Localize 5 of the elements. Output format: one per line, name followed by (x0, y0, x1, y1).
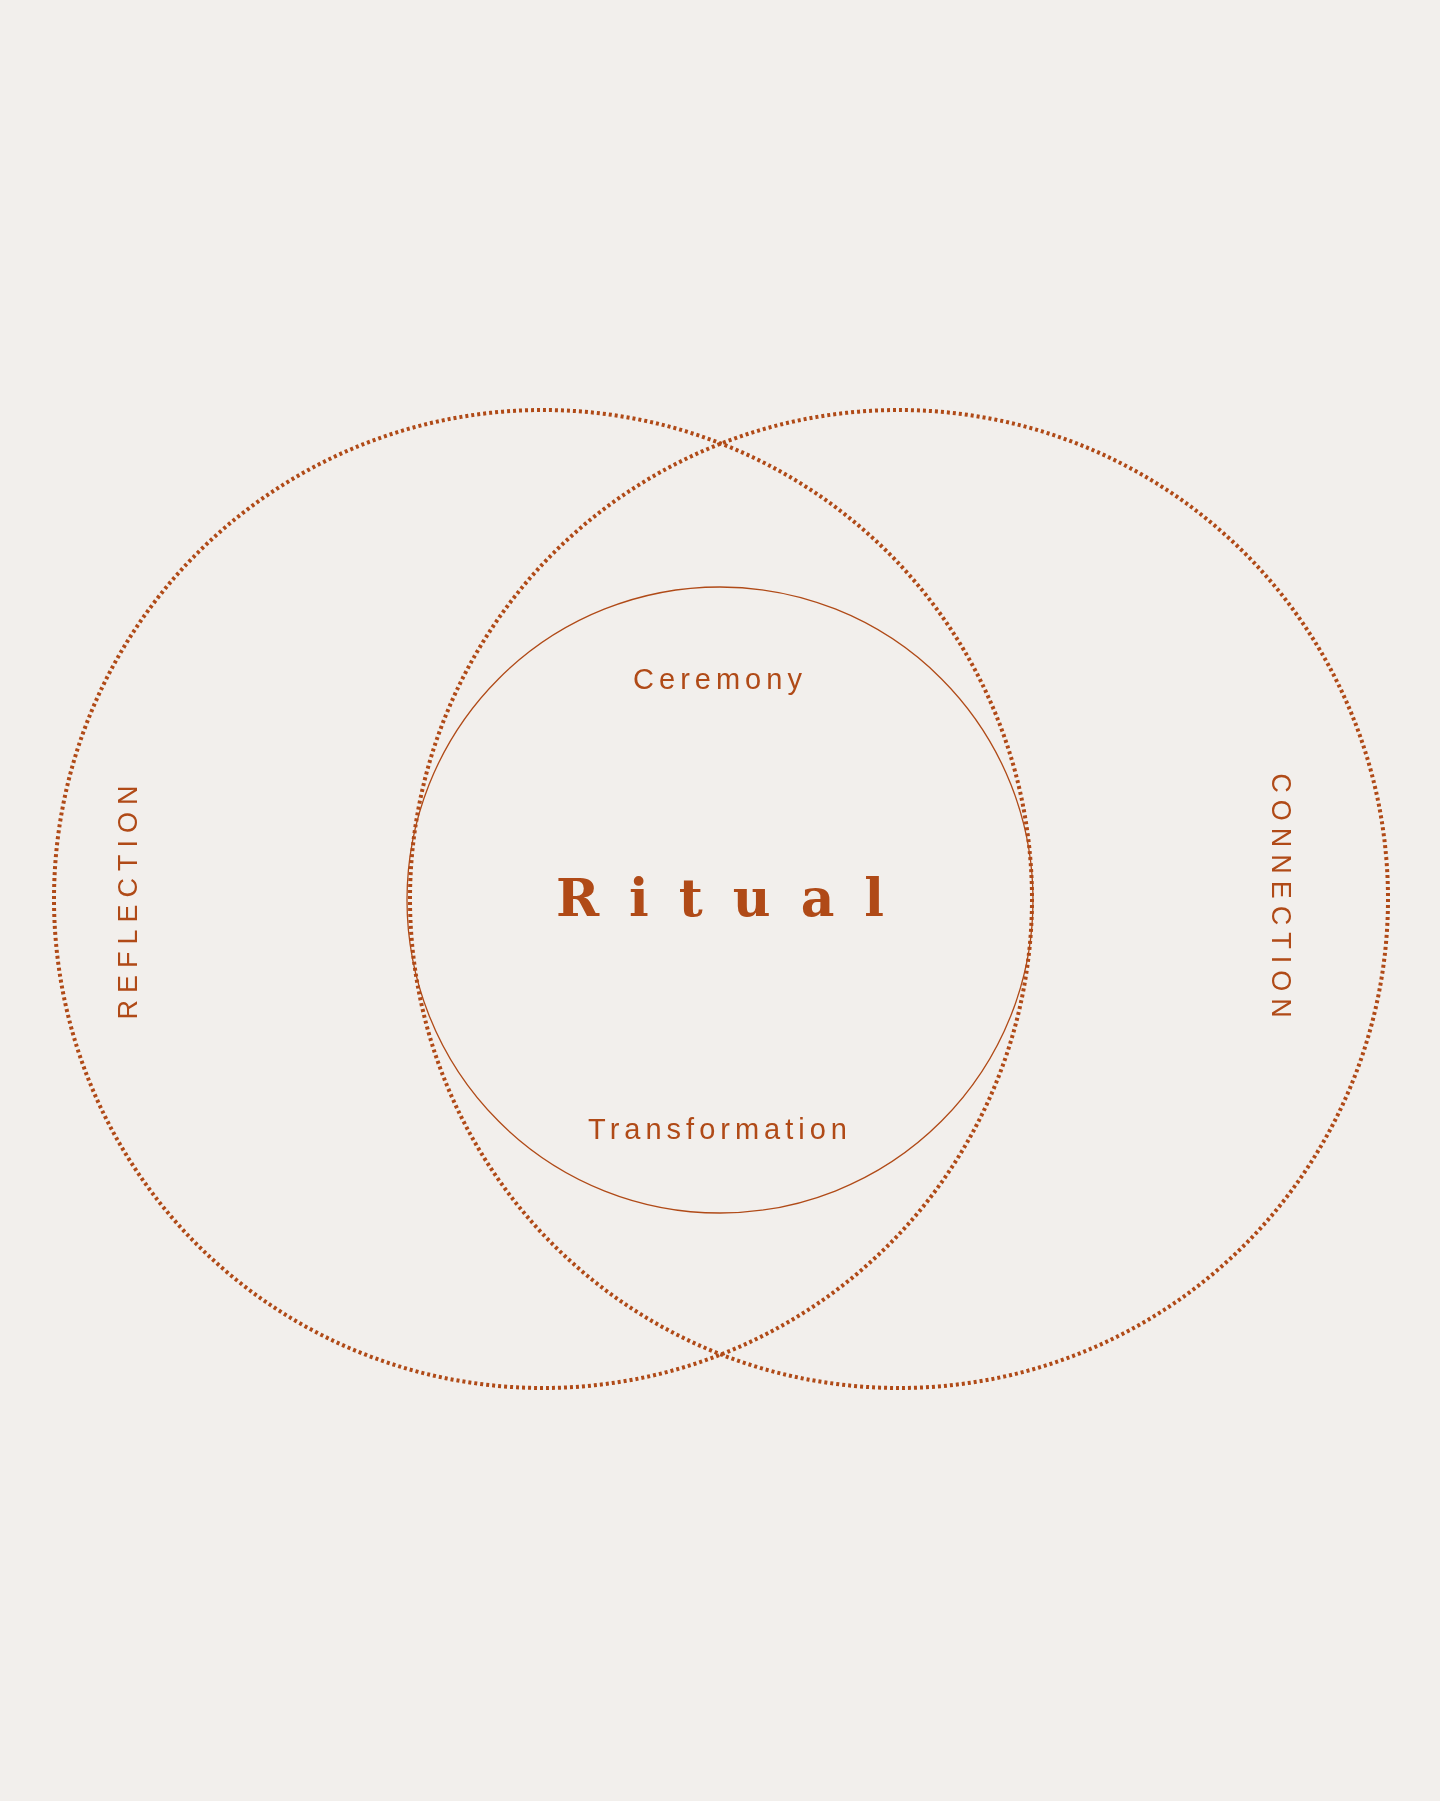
circle-label: CONNECTION (1266, 773, 1294, 1025)
circle-label: Transformation (588, 1115, 852, 1144)
circle-label: Ceremony (633, 665, 807, 694)
center-title: Ritual (555, 872, 915, 924)
circle-label: REFLECTION (114, 778, 142, 1020)
